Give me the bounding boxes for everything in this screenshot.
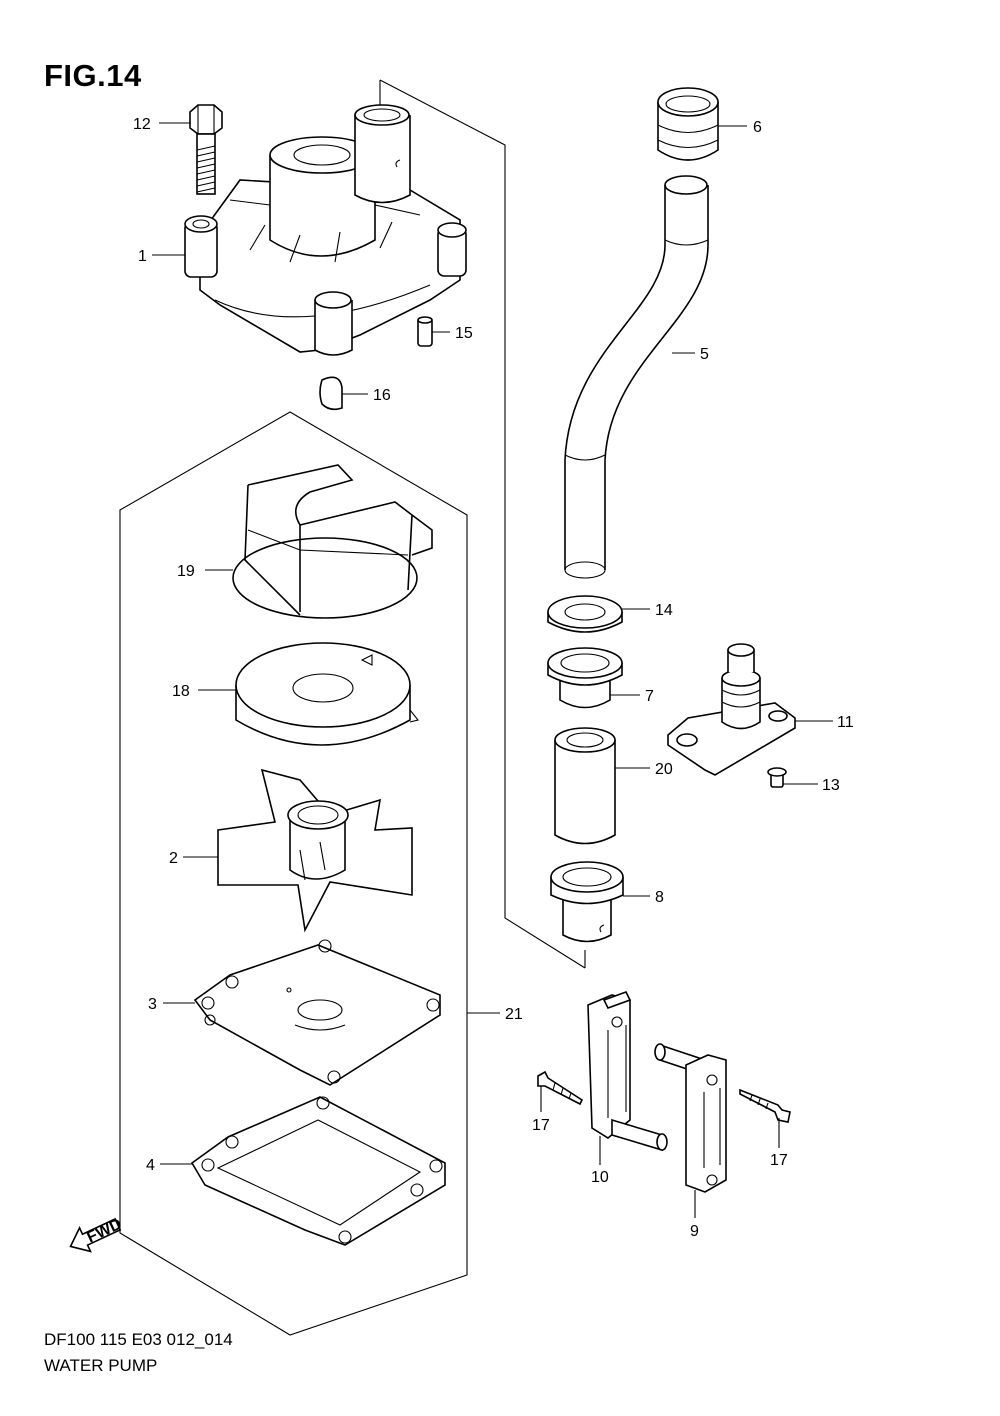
callout-19: 19 <box>177 563 195 580</box>
callout-12: 12 <box>133 116 151 133</box>
small-screw-part <box>767 767 787 788</box>
callout-16: 16 <box>373 387 391 404</box>
bolt-part <box>189 104 223 195</box>
outlet-part <box>667 643 796 776</box>
impeller-part <box>217 768 413 933</box>
o-ring-part <box>232 464 433 619</box>
callout-6: 6 <box>753 119 762 136</box>
diagram-code: DF100 115 E03 012_014 <box>44 1330 233 1349</box>
pump-case-part <box>184 104 467 356</box>
callout-7: 7 <box>645 688 654 705</box>
leader-lines <box>152 122 833 1218</box>
callout-2: 2 <box>169 850 178 867</box>
bracket-9-part <box>654 1043 727 1193</box>
gasket-part <box>190 1096 446 1246</box>
callout-17-right: 17 <box>770 1152 788 1169</box>
callout-3: 3 <box>148 996 157 1013</box>
callout-labels: 12 1 15 16 19 18 2 3 4 21 6 5 14 7 20 8 … <box>133 116 854 1240</box>
callout-8: 8 <box>655 889 664 906</box>
grommet-part <box>657 87 719 161</box>
callout-15: 15 <box>455 325 473 342</box>
callout-11: 11 <box>837 714 854 731</box>
callout-14: 14 <box>655 602 673 619</box>
callout-10: 10 <box>591 1169 609 1186</box>
pin-part <box>417 316 433 347</box>
tapping-screw-part <box>537 1070 791 1123</box>
bracket-lines <box>119 79 586 1336</box>
callout-5: 5 <box>700 346 709 363</box>
callout-9: 9 <box>690 1223 699 1240</box>
callout-13: 13 <box>822 777 840 794</box>
water-tube-part <box>564 175 709 579</box>
diagram-name: WATER PUMP <box>44 1356 158 1375</box>
forward-arrow-icon: FWD <box>69 1216 125 1253</box>
callout-21: 21 <box>505 1006 523 1023</box>
seal-ring-part <box>547 595 623 633</box>
liner-part <box>235 642 419 746</box>
lower-seal-part <box>550 861 624 943</box>
plate-part <box>193 939 441 1086</box>
fwd-label: FWD <box>84 1216 124 1247</box>
callout-17-left: 17 <box>532 1117 550 1134</box>
sleeve-part <box>554 727 616 845</box>
bracket-10-part <box>587 991 668 1152</box>
seal-part <box>547 647 623 709</box>
callout-20: 20 <box>655 761 673 778</box>
callout-4: 4 <box>146 1157 155 1174</box>
figure-title: FIG.14 <box>44 58 142 93</box>
callout-1: 1 <box>138 248 147 265</box>
key-part <box>319 376 343 411</box>
callout-18: 18 <box>172 683 190 700</box>
